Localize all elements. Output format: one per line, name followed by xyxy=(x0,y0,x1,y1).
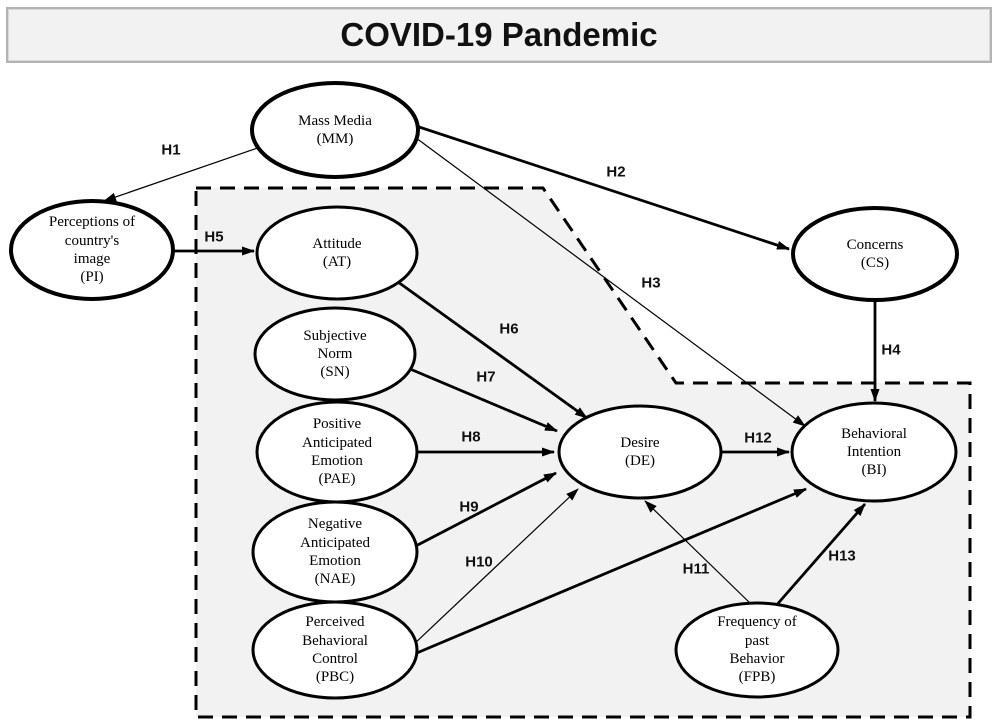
arrow-h9-nae-de xyxy=(409,471,557,551)
ellipse-pbc xyxy=(251,600,419,700)
arrow-h2-mm-cs xyxy=(409,122,790,251)
ellipse-pae xyxy=(255,400,419,504)
arrow-pbc-bi xyxy=(411,487,807,657)
ellipse-mm xyxy=(250,81,420,179)
ellipse-bi xyxy=(790,401,958,503)
title-bar: COVID-19 Pandemic xyxy=(6,7,992,63)
arrow-h10-pbc-de xyxy=(411,488,579,647)
ellipse-cs xyxy=(791,206,959,302)
arrow-h7-sn-de xyxy=(402,364,558,433)
arrow-h6-at-de xyxy=(397,280,588,420)
arrow-h13-fpb-bi xyxy=(772,503,867,609)
arrow-h3-mm-bi xyxy=(407,131,806,427)
ellipse-sn xyxy=(253,306,417,402)
ellipse-nae xyxy=(251,500,419,604)
arrow-h1-mm-pi xyxy=(103,142,273,202)
arrow-h11-fpb-de xyxy=(644,500,753,606)
ellipse-de xyxy=(557,404,723,500)
ellipse-fpb xyxy=(674,601,840,699)
ellipse-at xyxy=(255,205,419,301)
page-title: COVID-19 Pandemic xyxy=(340,16,658,53)
ellipse-pi xyxy=(9,199,175,301)
